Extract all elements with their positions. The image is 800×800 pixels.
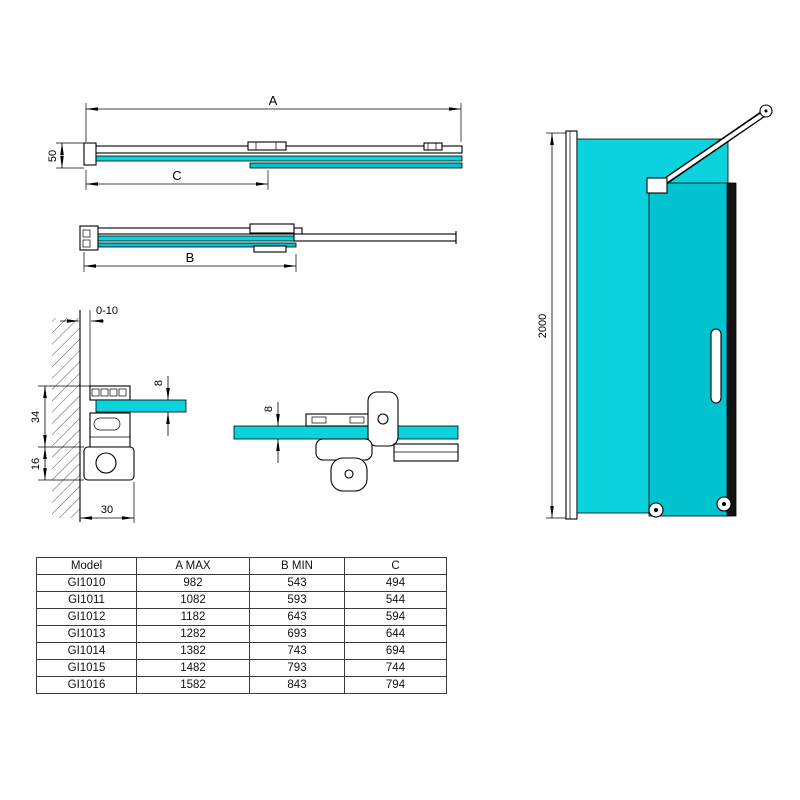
cell-a-max: 1082 (136, 591, 250, 609)
cell-c: 794 (344, 676, 447, 694)
table-row: GI1012 1182 643 594 (36, 608, 447, 626)
cell-b-min: 793 (249, 659, 345, 677)
cell-c: 644 (344, 625, 447, 643)
dim-label-glass-left: 8 (153, 380, 165, 386)
cell-b-min: 693 (249, 625, 345, 643)
roller-clamp-plate (305, 413, 371, 427)
dim-c: C (85, 168, 269, 190)
roller-axle (377, 413, 389, 425)
screw-head (95, 452, 117, 474)
cell-a-max: 982 (136, 574, 250, 592)
cell-b-min: 643 (249, 608, 345, 626)
technical-drawing: A 50 C (30, 93, 773, 523)
cell-c: 544 (344, 591, 447, 609)
dim-glass-right: 8 (263, 402, 280, 463)
cell-model: GI1014 (36, 642, 137, 660)
spec-table: Model A MAX B MIN C GI1010 982 543 494 G… (36, 557, 447, 694)
floor-profile (83, 446, 135, 481)
dim-label-50: 50 (47, 150, 59, 162)
table-header-row: Model A MAX B MIN C (36, 557, 447, 575)
guide-axle (344, 469, 354, 479)
wall-profile (565, 130, 578, 520)
table-row: GI1010 982 543 494 (36, 574, 447, 592)
cell-model: GI1010 (36, 574, 137, 592)
roller-glass-detail: 8 (233, 391, 459, 492)
cell-model: GI1012 (36, 608, 137, 626)
wall-bracket (83, 142, 97, 166)
table-row: GI1016 1582 843 794 (36, 676, 447, 694)
cell-c: 594 (344, 608, 447, 626)
dim-label-b: B (186, 250, 195, 265)
dim-2000: 2000 (537, 132, 566, 519)
cell-b-min: 543 (249, 574, 345, 592)
dim-glass-left: 8 (153, 376, 170, 436)
col-header-model: Model (36, 557, 137, 575)
cell-b-min: 843 (249, 676, 345, 694)
guide-wheel (330, 457, 368, 492)
fixed-glass-plan-b (91, 235, 297, 242)
dim-label-c: C (172, 168, 181, 183)
cell-a-max: 1382 (136, 642, 250, 660)
cell-model: GI1013 (36, 625, 137, 643)
cell-a-max: 1582 (136, 676, 250, 694)
dim-gap: 0-10 (60, 305, 118, 323)
cell-a-max: 1182 (136, 608, 250, 626)
sliding-glass-plan (249, 162, 463, 169)
table-row: GI1011 1082 593 544 (36, 591, 447, 609)
roller-carriage (247, 141, 287, 151)
dim-label-2000: 2000 (537, 314, 549, 338)
glass-section (95, 399, 187, 413)
plan-view-extended: A 50 C (47, 93, 463, 190)
door-edge-profile (726, 182, 737, 517)
cell-model: GI1016 (36, 676, 137, 694)
fixed-glass-plan (91, 155, 463, 162)
carriage-top (249, 223, 295, 234)
roller-wheel (367, 391, 399, 447)
cell-b-min: 743 (249, 642, 345, 660)
col-header-b-min: B MIN (249, 557, 345, 575)
lower-bracket (315, 438, 373, 461)
col-header-c: C (344, 557, 447, 575)
wall-hatching (52, 318, 80, 518)
cell-c: 494 (344, 574, 447, 592)
front-view: 2000 (537, 104, 773, 520)
table-row: GI1014 1382 743 694 (36, 642, 447, 660)
door-handle (710, 328, 722, 404)
glass-section-roller (233, 425, 459, 440)
wall-bracket-b (79, 225, 99, 251)
dim-label-gap: 0-10 (96, 305, 118, 317)
cell-model: GI1011 (36, 591, 137, 609)
wall-mount-detail: 0-10 8 34 16 (30, 305, 187, 523)
dim-label-30: 30 (101, 504, 113, 516)
end-carriage (423, 142, 443, 151)
dim-16: 16 (30, 447, 84, 481)
support-bar (646, 104, 773, 194)
bottom-rollers (648, 496, 732, 518)
dim-label-a: A (269, 93, 278, 108)
support-bar-clamp (646, 177, 668, 194)
dim-a: A (85, 93, 462, 142)
table-row: GI1015 1482 793 744 (36, 659, 447, 677)
table-row: GI1013 1282 693 644 (36, 625, 447, 643)
floor-bar (393, 443, 459, 462)
dim-label-glass-right: 8 (263, 406, 275, 412)
cell-c: 694 (344, 642, 447, 660)
cell-a-max: 1482 (136, 659, 250, 677)
cell-a-max: 1282 (136, 625, 250, 643)
dim-label-34: 34 (30, 411, 42, 423)
support-bar-plan (293, 233, 457, 242)
cell-c: 744 (344, 659, 447, 677)
dim-b: B (83, 250, 297, 272)
carriage-bottom (253, 245, 287, 253)
dim-label-16: 16 (30, 458, 42, 470)
dim-30: 30 (80, 482, 135, 523)
cell-b-min: 593 (249, 591, 345, 609)
dim-50: 50 (47, 142, 84, 169)
plan-view-retracted: B (79, 223, 457, 272)
col-header-a-max: A MAX (136, 557, 250, 575)
cell-model: GI1015 (36, 659, 137, 677)
